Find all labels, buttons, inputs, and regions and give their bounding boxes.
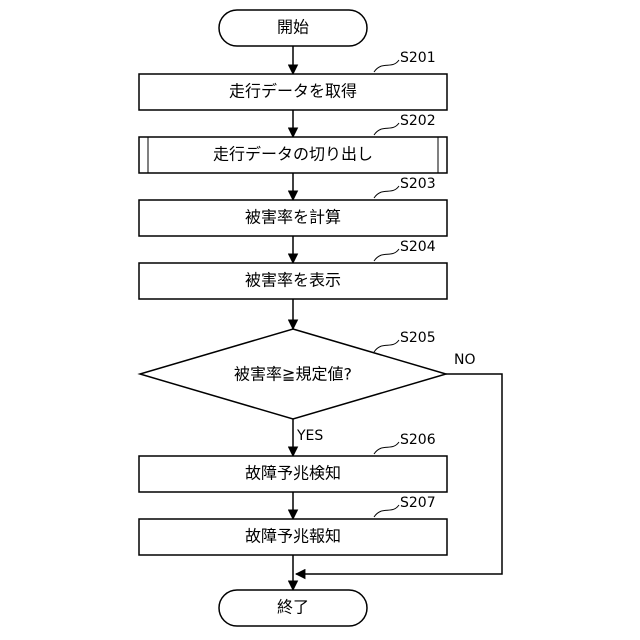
step-leader-s205 [374, 340, 399, 352]
step-leader-s202 [374, 123, 399, 135]
process-label-s201: 走行データを取得 [229, 82, 357, 101]
step-id-s206: S206 [400, 432, 436, 448]
step-leader-s204 [374, 249, 399, 261]
step-id-s202: S202 [400, 113, 436, 129]
step-leader-s206 [374, 442, 399, 454]
decision-no-label: NO [454, 352, 476, 368]
decision-label-s205: 被害率≧規定値? [234, 365, 352, 384]
start-label: 開始 [277, 18, 309, 37]
end-label: 終了 [277, 598, 309, 617]
process-label-s203: 被害率を計算 [245, 208, 341, 227]
step-id-s205: S205 [400, 330, 436, 346]
process-label-s207: 故障予兆報知 [245, 527, 341, 546]
step-leader-s207 [374, 505, 399, 517]
step-id-s207: S207 [400, 495, 436, 511]
step-id-s201: S201 [400, 50, 436, 66]
process-label-s206: 故障予兆検知 [245, 464, 341, 483]
process-label-s204: 被害率を表示 [245, 271, 341, 290]
decision-yes-label: YES [296, 428, 323, 444]
step-id-s204: S204 [400, 239, 436, 255]
step-id-s203: S203 [400, 176, 436, 192]
step-leader-s201 [374, 60, 399, 72]
process-label-s202: 走行データの切り出し [213, 145, 373, 164]
step-leader-s203 [374, 186, 399, 198]
